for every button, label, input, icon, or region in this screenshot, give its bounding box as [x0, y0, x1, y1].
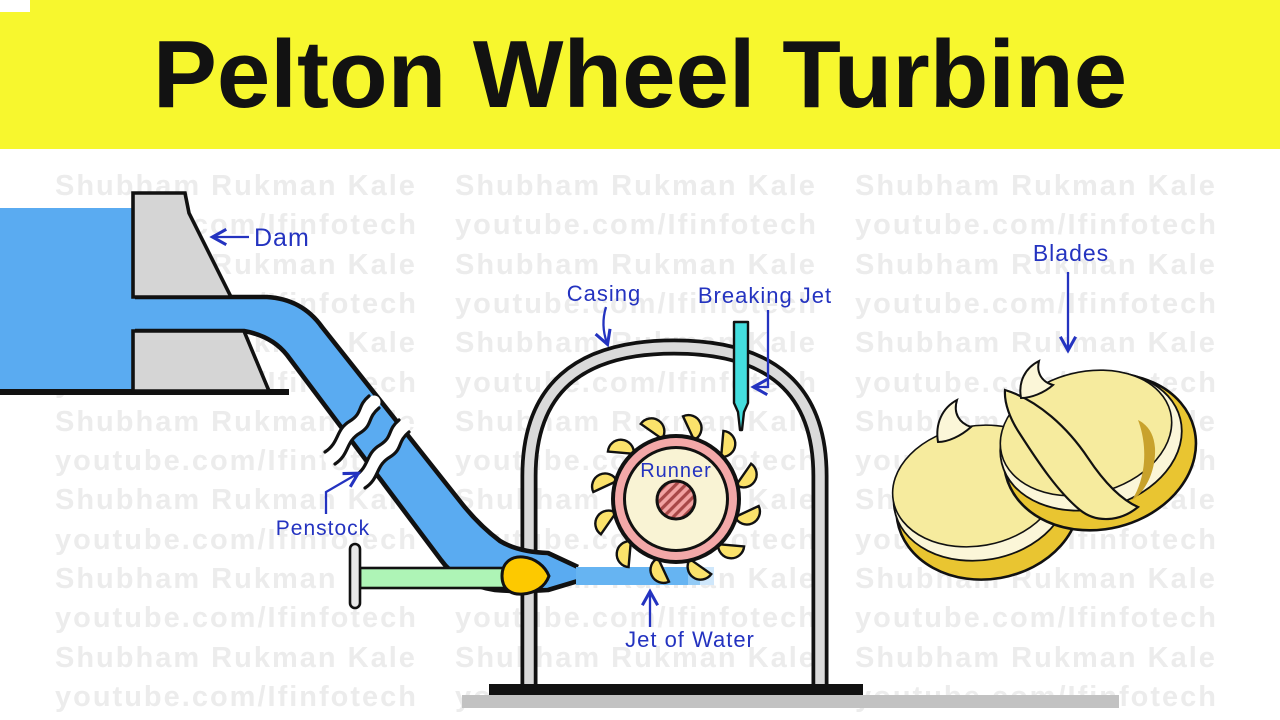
dam-upper-block [131, 191, 234, 299]
watermark-text: Shubham Rukman Kale [55, 641, 417, 674]
casing-wall-fill [524, 342, 825, 691]
watermark-text: youtube.com/Ifinfotech [55, 680, 418, 713]
watermark-text: youtube.com/Ifinfotech [855, 602, 1218, 635]
blade-shadow [1132, 420, 1156, 500]
dam-lower-block [131, 329, 272, 393]
jet-bar [576, 567, 714, 585]
runner-label: Runner [640, 460, 712, 482]
casing-base-bar [489, 684, 863, 697]
dam-label: Dam [254, 224, 310, 252]
breaking-jet-arrow [755, 310, 770, 387]
watermark-text: Shubham Rukman Kale [855, 248, 1217, 281]
pipe-top-outline [133, 294, 579, 570]
watermark-text: Shubham Rukman Kale [55, 484, 417, 517]
spear-rod [358, 566, 507, 590]
penstock-arrow [324, 474, 357, 514]
watermark-text: Shubham Rukman Kale [855, 170, 1217, 202]
watermark-text: Shubham Rukman Kale [455, 170, 817, 202]
watermark-text: Shubham Rukman Kale [55, 170, 417, 202]
watermark-text: youtube.com/Ifinfotech [455, 602, 818, 635]
watermark-text: Shubham Rukman Kale [455, 641, 817, 674]
watermark-text: Shubham Rukman Kale [855, 563, 1217, 595]
reservoir-water [0, 208, 135, 391]
annotation-arrows [214, 237, 1068, 627]
blade-ear-right [1019, 359, 1056, 400]
watermark-text: Shubham Rukman Kale [855, 327, 1217, 360]
watermark-text: youtube.com/Ifinfotech [455, 287, 818, 320]
title-banner: Pelton Wheel Turbine [0, 0, 1280, 149]
blade-ear-left [936, 397, 973, 444]
runner-wheel [586, 409, 766, 589]
breaking-jet-label: Breaking Jet [698, 283, 832, 308]
watermark-text: youtube.com/Ifinfotech [455, 209, 818, 242]
watermark-text: Shubham Rukman Kale [455, 248, 817, 281]
pelton-bucket-illustration [891, 359, 1198, 581]
watermark-text: Shubham Rukman Kale [855, 641, 1217, 674]
spear-handle [348, 542, 362, 610]
watermark-text: Shubham Rukman Kale [455, 405, 817, 438]
page-title: Pelton Wheel Turbine [152, 20, 1128, 128]
watermark-text: youtube.com/Ifinfotech [855, 209, 1218, 242]
spear-head [500, 555, 551, 596]
casing-arrow [603, 306, 607, 343]
annotation-labels: Dam Casing Breaking Jet Runner Penstock … [254, 224, 1109, 652]
casing [520, 338, 829, 691]
casing-label: Casing [567, 281, 641, 306]
jet-of-water-label: Jet of Water [625, 627, 755, 652]
runner-hub [655, 479, 697, 521]
penstock-label: Penstock [276, 517, 370, 540]
breaking-jet-tube [732, 320, 750, 432]
ground-strip [462, 695, 1119, 708]
blade-splitter [1003, 388, 1141, 521]
blades-label: Blades [1033, 240, 1109, 266]
top-left-notch [0, 0, 30, 12]
watermark-text: youtube.com/Ifinfotech [855, 287, 1218, 320]
pipe-break-marks [323, 394, 411, 490]
